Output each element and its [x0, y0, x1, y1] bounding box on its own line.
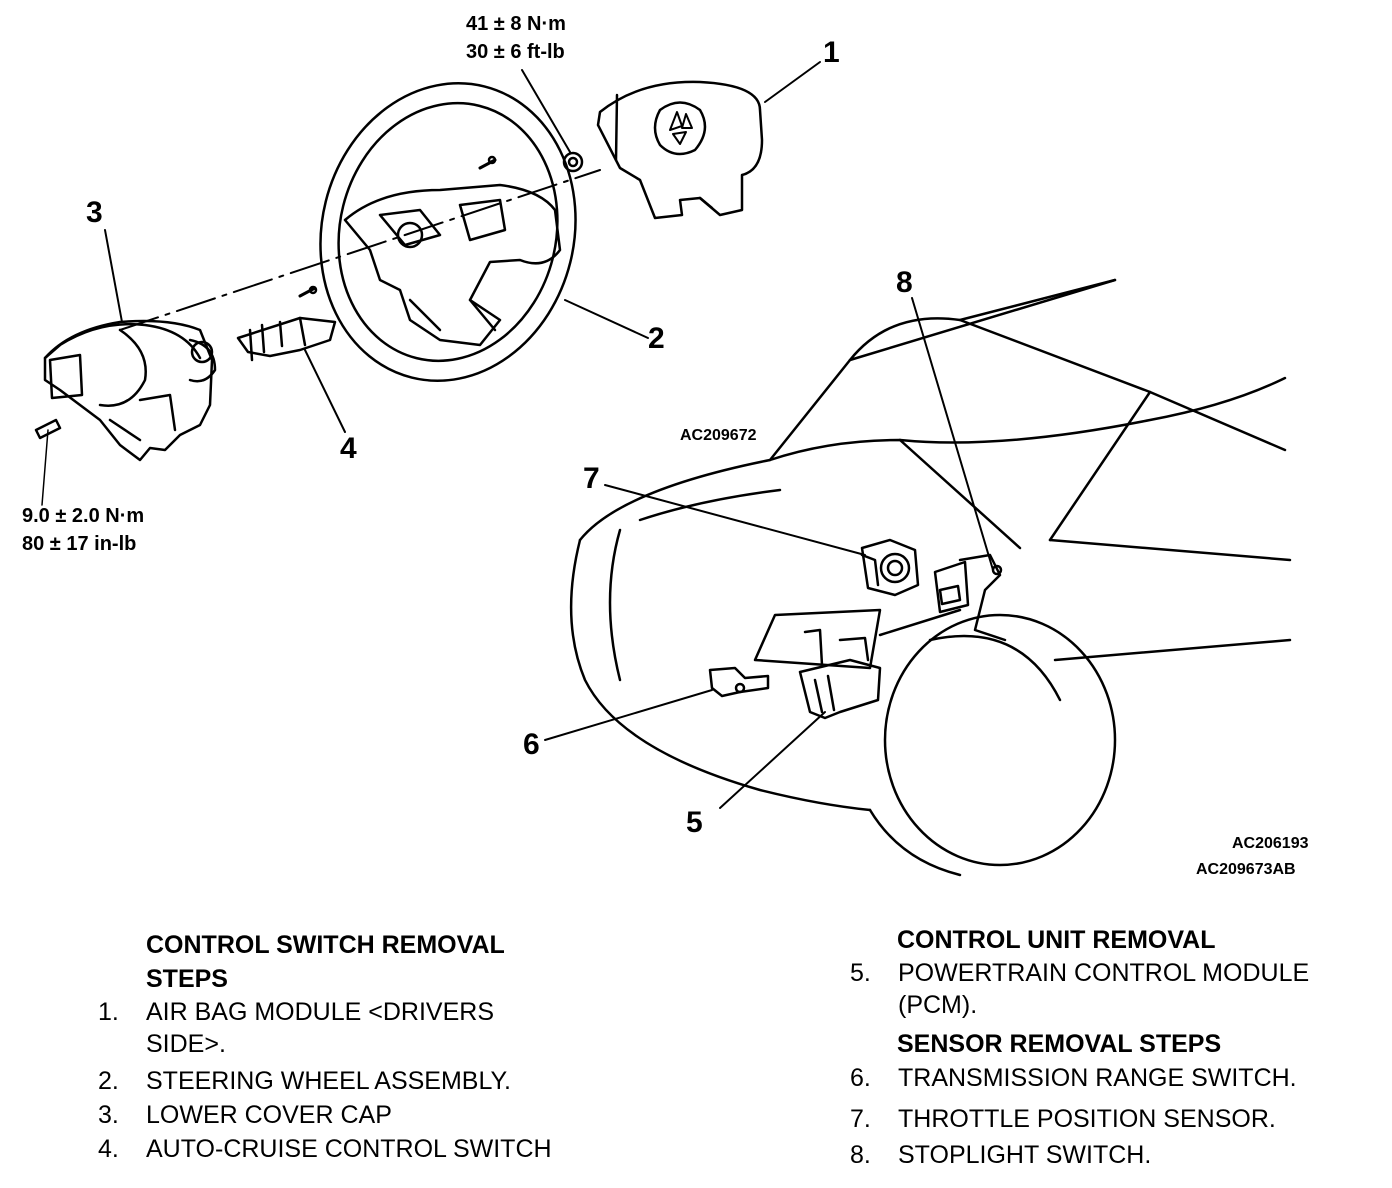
- sensor-heading: SENSOR REMOVAL STEPS: [897, 1030, 1222, 1058]
- transmission-range-switch: [708, 666, 770, 698]
- code-car-1: AC206193: [1232, 835, 1309, 852]
- step-text: AIR BAG MODULE <DRIVERS: [146, 998, 494, 1026]
- control-switch-heading: CONTROL SWITCH REMOVAL STEPS: [146, 928, 505, 996]
- callout-6: 6: [523, 728, 540, 761]
- control-switch-heading-line2: STEPS: [146, 965, 228, 993]
- torque-screw-inlb: 80 ± 17 in-lb: [22, 533, 137, 555]
- torque-nut-nm: 41 ± 8 N·m: [466, 13, 566, 35]
- step-text: TRANSMISSION RANGE SWITCH.: [898, 1064, 1297, 1092]
- steering-wheel: [319, 82, 577, 382]
- step-number: 7.: [850, 1105, 871, 1133]
- callout-5: 5: [686, 806, 703, 839]
- step-text: LOWER COVER CAP: [146, 1101, 392, 1129]
- step-1: 1. AIR BAG MODULE <DRIVERS SIDE>.: [98, 996, 618, 1060]
- step-7: 7. THROTTLE POSITION SENSOR.: [850, 1103, 1370, 1135]
- callout-8: 8: [896, 266, 913, 299]
- step-number: 4.: [98, 1135, 119, 1163]
- step-number: 8.: [850, 1141, 871, 1169]
- step-number: 1.: [98, 998, 119, 1026]
- throttle-position-sensor: [860, 538, 920, 597]
- step-text: STEERING WHEEL ASSEMBLY.: [146, 1067, 511, 1095]
- step-number: 3.: [98, 1101, 119, 1129]
- callout-7: 7: [583, 462, 600, 495]
- air-bag-module: [596, 80, 764, 220]
- cruise-control-switch: [236, 285, 337, 362]
- step-text: AUTO-CRUISE CONTROL SWITCH: [146, 1135, 552, 1163]
- torque-screw-nm: 9.0 ± 2.0 N·m: [22, 505, 145, 527]
- car-body: [569, 278, 1292, 877]
- powertrain-control-module: [798, 628, 882, 720]
- control-switch-heading-line1: CONTROL SWITCH REMOVAL: [146, 931, 505, 959]
- step-text-cont: SIDE>.: [146, 1030, 226, 1058]
- callout-1: 1: [823, 36, 840, 69]
- code-car-2: AC209673AB: [1196, 861, 1296, 878]
- stoplight-switch: [933, 553, 1007, 642]
- code-steering: AC209672: [680, 427, 757, 444]
- step-2: 2. STEERING WHEEL ASSEMBLY.: [98, 1065, 618, 1097]
- leader-lines: [104, 61, 994, 809]
- callout-2: 2: [648, 322, 665, 355]
- callout-3: 3: [86, 196, 103, 229]
- torque-nut-ftlb: 30 ± 6 ft-lb: [466, 41, 565, 63]
- step-4: 4. AUTO-CRUISE CONTROL SWITCH: [98, 1133, 638, 1165]
- step-6: 6. TRANSMISSION RANGE SWITCH.: [850, 1062, 1370, 1094]
- column-axis: [119, 169, 601, 331]
- exploded-diagram: [34, 61, 1292, 877]
- lower-cover: [43, 319, 217, 462]
- step-number: 6.: [850, 1064, 871, 1092]
- torque-nut: 41 ± 8 N·m 30 ± 6 ft-lb: [466, 10, 566, 66]
- callout-4: 4: [340, 432, 357, 465]
- screw: [34, 418, 62, 506]
- step-number: 2.: [98, 1067, 119, 1095]
- step-8: 8. STOPLIGHT SWITCH.: [850, 1139, 1370, 1171]
- step-text-cont: (PCM).: [898, 991, 978, 1019]
- step-5: 5. POWERTRAIN CONTROL MODULE (PCM).: [850, 957, 1370, 1021]
- step-text: STOPLIGHT SWITCH.: [898, 1141, 1152, 1169]
- step-3: 3. LOWER COVER CAP: [98, 1099, 618, 1131]
- step-text: POWERTRAIN CONTROL MODULE: [898, 959, 1310, 987]
- step-number: 5.: [850, 959, 871, 987]
- step-text: THROTTLE POSITION SENSOR.: [898, 1105, 1276, 1133]
- torque-screw: 9.0 ± 2.0 N·m 80 ± 17 in-lb: [22, 502, 144, 558]
- control-unit-heading: CONTROL UNIT REMOVAL: [897, 926, 1216, 954]
